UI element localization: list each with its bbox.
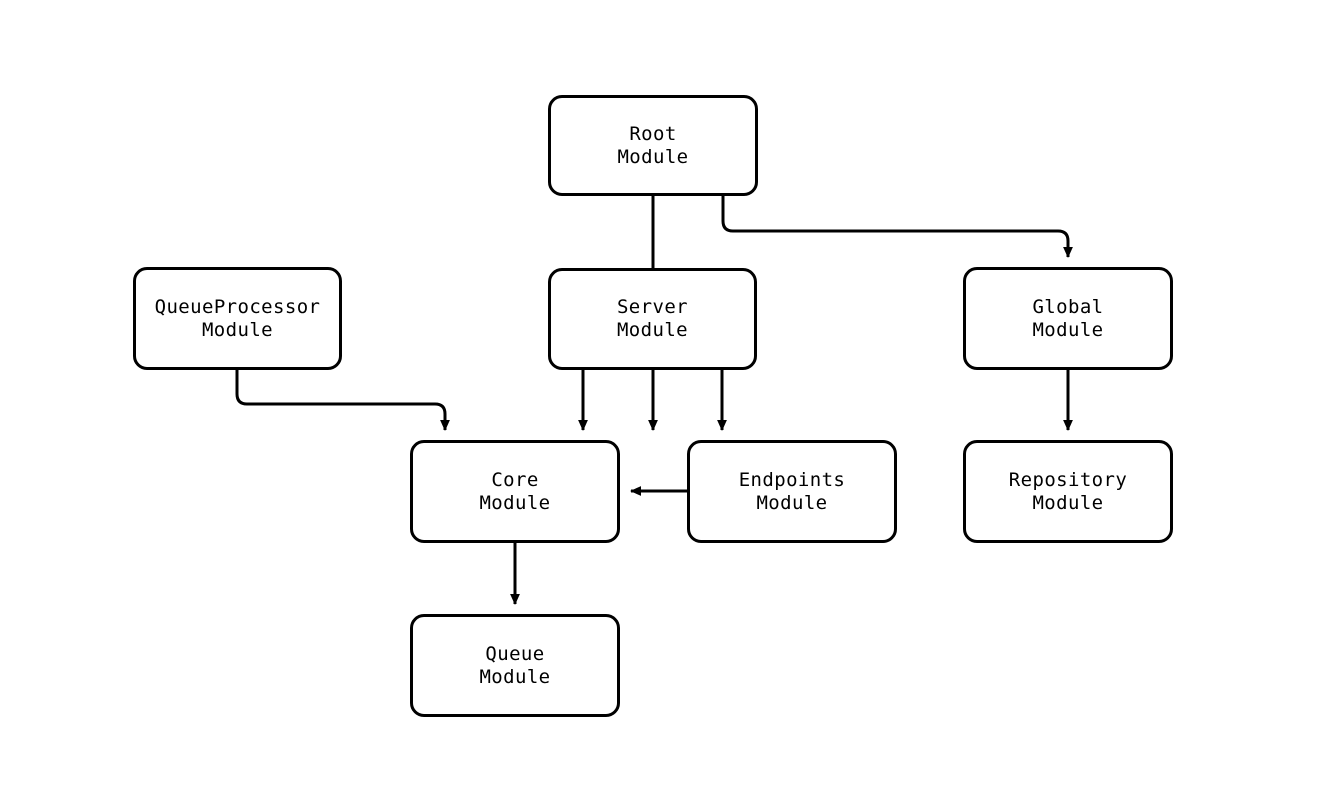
node-endpoints-module-line2: Module [756,491,828,514]
node-global-module-line2: Module [1032,318,1104,341]
node-repository-module-line2: Module [1032,491,1104,514]
node-core-module[interactable]: Core Module [410,440,620,543]
node-endpoints-module[interactable]: Endpoints Module [687,440,897,543]
node-core-module-line2: Module [479,491,551,514]
node-root-module-line2: Module [617,145,689,168]
edge-root-to-global [721,196,1073,258]
node-root-module-line1: Root [629,122,677,145]
edge-queueprocessor-to-core [235,370,450,431]
node-queueprocessor-module-line2: Module [201,318,274,341]
node-queueprocessor-module[interactable]: QueueProcessor Module [133,267,342,370]
node-root-module[interactable]: Root Module [548,95,758,196]
node-queue-module-line2: Module [479,665,551,688]
node-queue-module-line1: Queue [485,642,545,665]
node-queue-module[interactable]: Queue Module [410,614,620,717]
node-endpoints-module-line1: Endpoints [738,468,846,491]
node-queueprocessor-module-line1: QueueProcessor [154,295,321,318]
node-server-module-line2: Module [616,319,689,341]
node-global-module-line1: Global [1032,295,1104,318]
node-repository-module-line1: Repository [1008,468,1128,491]
node-global-module[interactable]: Global Module [963,267,1173,370]
node-repository-module[interactable]: Repository Module [963,440,1173,543]
node-server-module-line1: Server [616,296,689,318]
node-server-module[interactable]: Server Module [548,268,757,370]
node-core-module-line1: Core [491,468,539,491]
